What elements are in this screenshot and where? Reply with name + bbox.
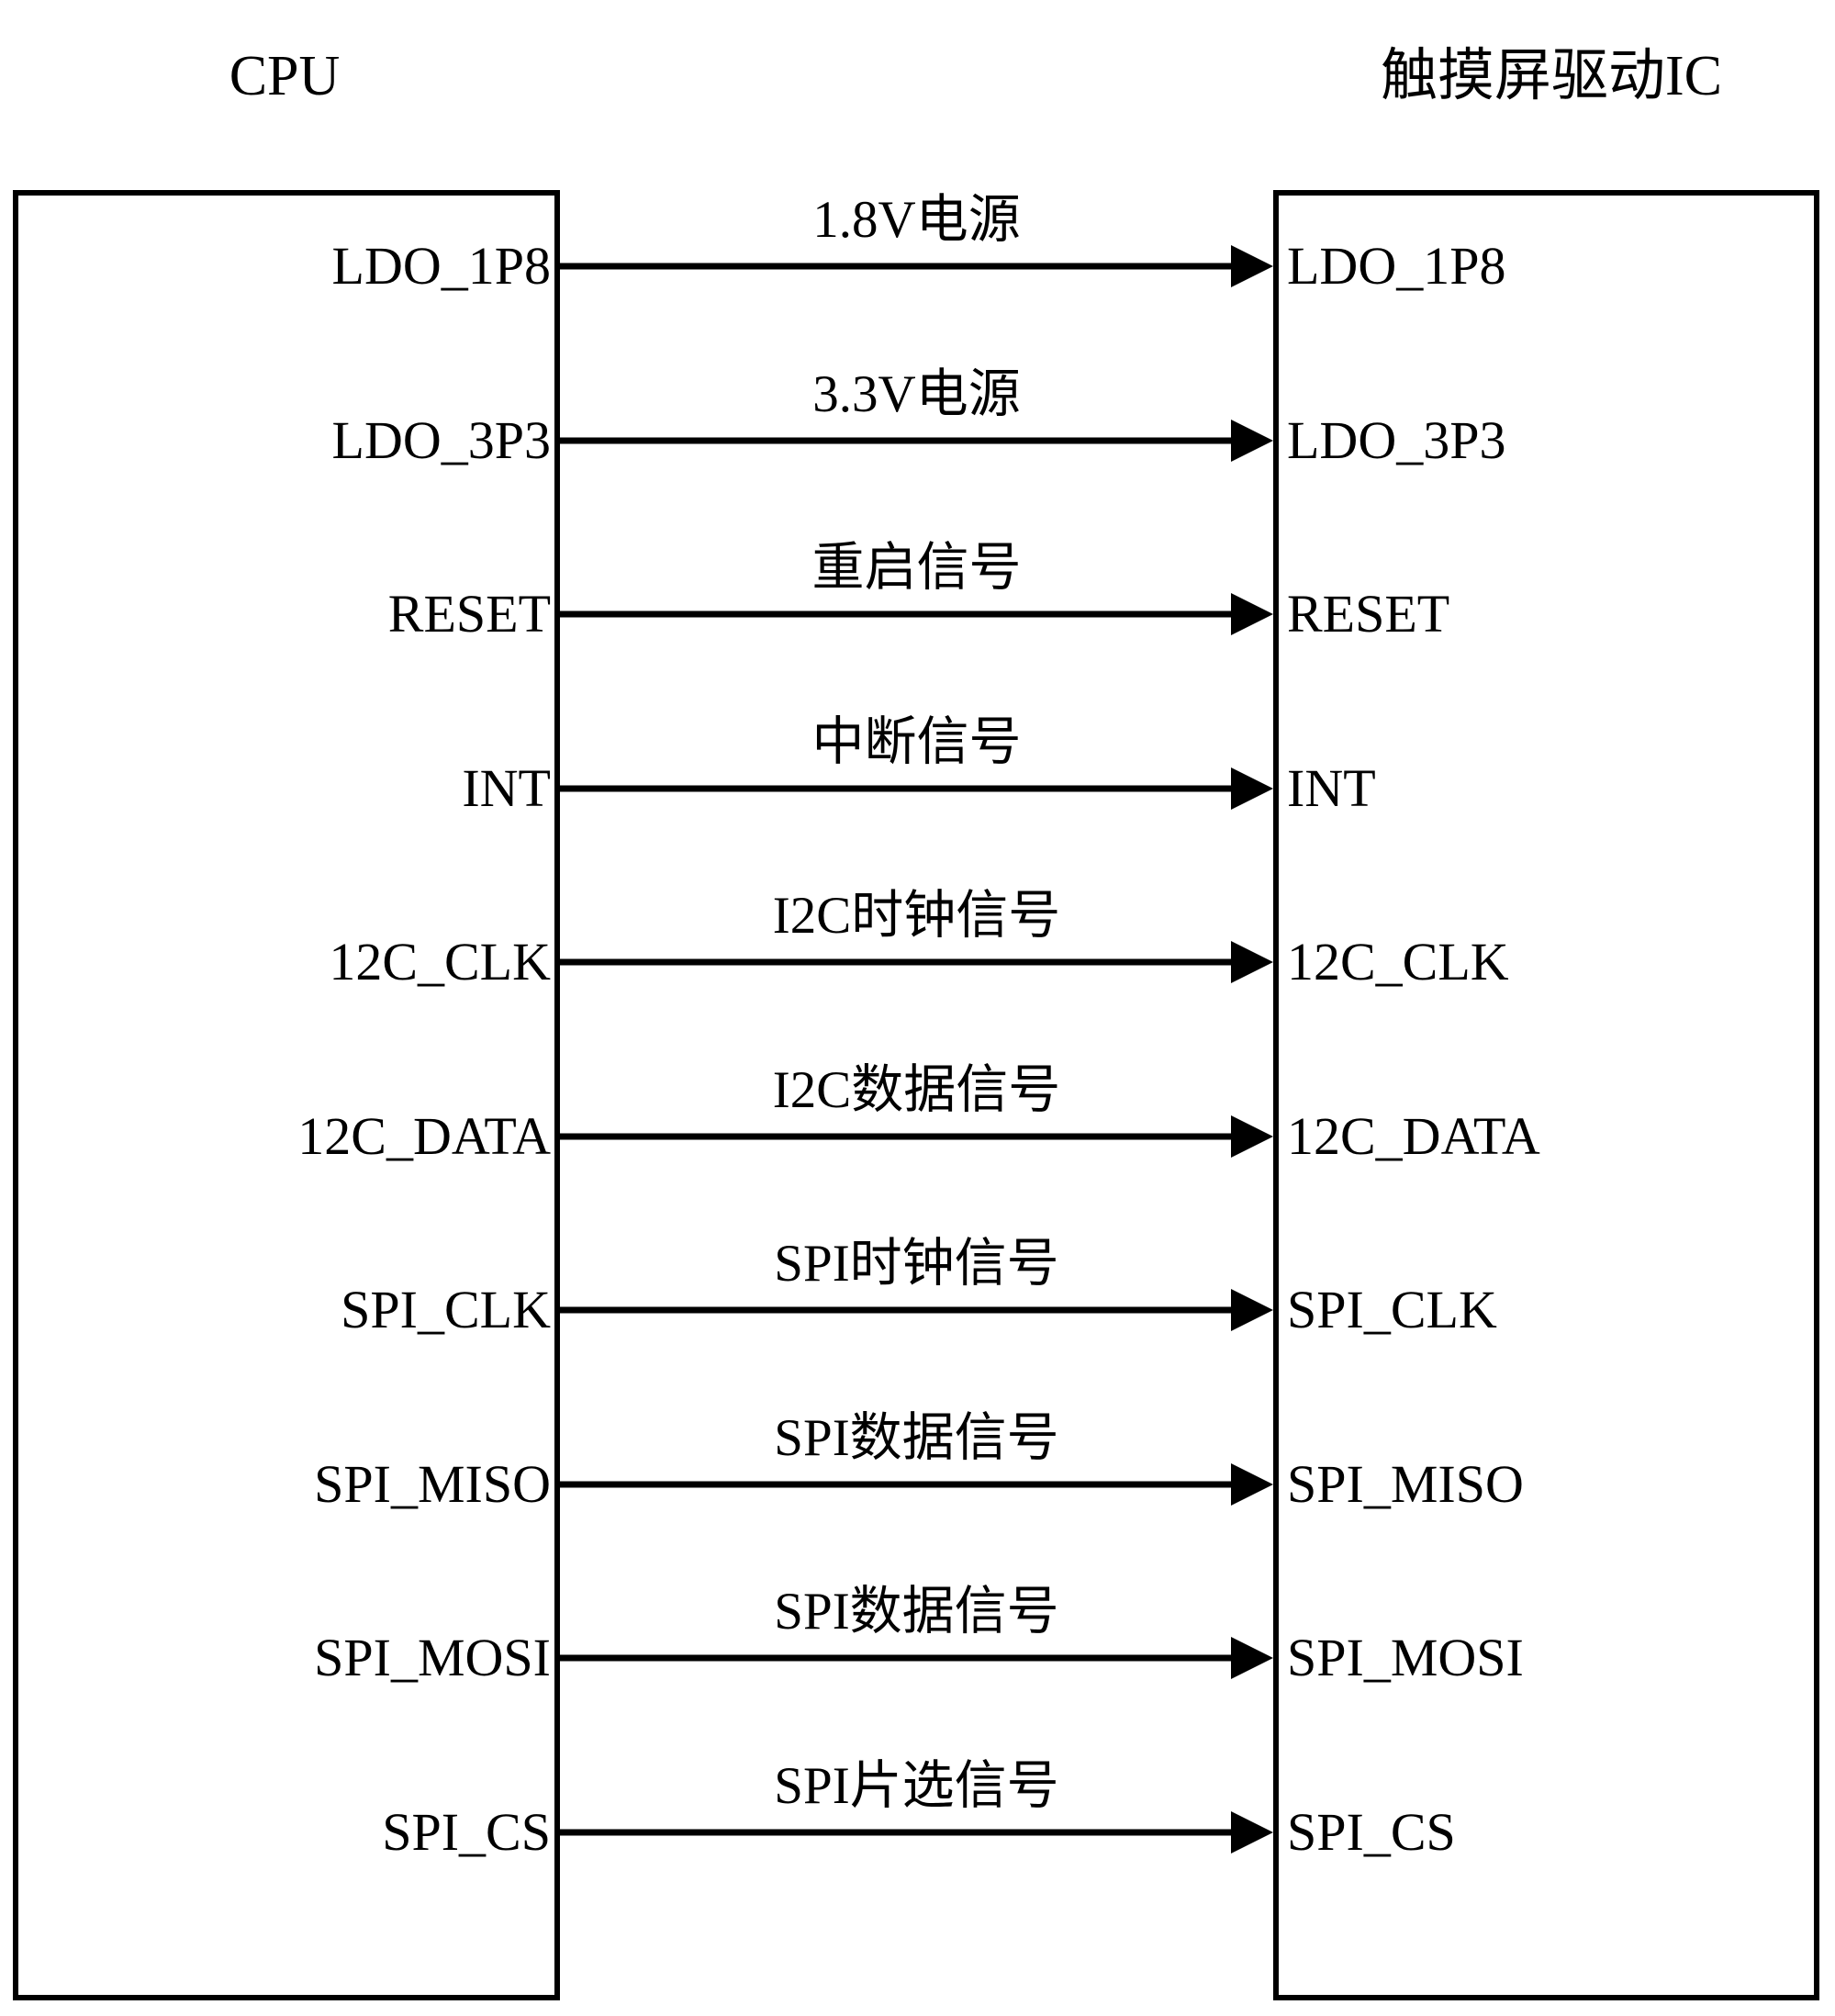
left-block-title: CPU bbox=[229, 45, 341, 107]
signal-description: I2C数据信号 bbox=[772, 1060, 1061, 1119]
touch-ic-pin-label: INT bbox=[1287, 757, 1376, 818]
touch-ic-pin-label: SPI_MISO bbox=[1287, 1453, 1524, 1514]
touch-ic-pin-label: SPI_MOSI bbox=[1287, 1628, 1524, 1687]
signal-wire bbox=[560, 1654, 1236, 1662]
arrowhead-icon bbox=[1231, 941, 1273, 983]
cpu-pin-label: SPI_CLK bbox=[341, 1280, 551, 1339]
arrowhead-icon bbox=[1231, 245, 1273, 287]
cpu-pin-label: LDO_1P8 bbox=[331, 236, 551, 296]
touch-ic-pin-label: SPI_CS bbox=[1287, 1801, 1456, 1862]
cpu-pin-label: INT bbox=[462, 757, 551, 818]
arrowhead-icon bbox=[1231, 1810, 1273, 1854]
signal-wire bbox=[560, 1306, 1236, 1314]
signal-wire bbox=[560, 1481, 1236, 1487]
signal-wire bbox=[560, 1133, 1236, 1139]
arrowhead-icon bbox=[1231, 767, 1273, 810]
touch-ic-pin-label: 12C_DATA bbox=[1287, 1105, 1540, 1166]
cpu-pin-label: 12C_CLK bbox=[329, 932, 551, 991]
signal-wire bbox=[560, 610, 1236, 618]
cpu-pin-label: SPI_CS bbox=[382, 1801, 551, 1862]
cpu-pin-label: SPI_MOSI bbox=[314, 1628, 551, 1687]
cpu-pin-label: SPI_MISO bbox=[314, 1453, 551, 1514]
signal-description: SPI数据信号 bbox=[774, 1583, 1059, 1641]
signal-description: SPI数据信号 bbox=[774, 1408, 1059, 1467]
signal-description: SPI时钟信号 bbox=[774, 1235, 1059, 1293]
touch-ic-pin-label: SPI_CLK bbox=[1287, 1280, 1497, 1339]
signal-wire bbox=[560, 785, 1236, 791]
cpu-pin-label: LDO_3P3 bbox=[331, 409, 551, 470]
touch-ic-pin-label: LDO_3P3 bbox=[1287, 409, 1506, 470]
arrowhead-icon bbox=[1231, 1114, 1273, 1158]
cpu-block bbox=[13, 190, 560, 2000]
signal-wire bbox=[560, 958, 1236, 966]
signal-description: 中断信号 bbox=[811, 712, 1022, 771]
signal-description: SPI片选信号 bbox=[774, 1756, 1059, 1815]
touch-ic-pin-label: RESET bbox=[1287, 584, 1450, 644]
signal-description: 1.8V电源 bbox=[812, 191, 1021, 249]
arrowhead-icon bbox=[1231, 1462, 1273, 1506]
touch-ic-pin-label: LDO_1P8 bbox=[1287, 236, 1506, 296]
touch-ic-block bbox=[1273, 190, 1819, 2000]
touch-ic-pin-label: 12C_CLK bbox=[1287, 932, 1509, 991]
signal-description: 重启信号 bbox=[811, 539, 1022, 597]
arrowhead-icon bbox=[1231, 419, 1273, 462]
arrowhead-icon bbox=[1231, 1289, 1273, 1331]
signal-description: I2C时钟信号 bbox=[772, 887, 1061, 945]
arrowhead-icon bbox=[1231, 593, 1273, 635]
arrowhead-icon bbox=[1231, 1637, 1273, 1679]
signal-description: 3.3V电源 bbox=[812, 364, 1021, 423]
right-block-title: 触摸屏驱动IC bbox=[1380, 45, 1722, 107]
cpu-pin-label: RESET bbox=[387, 584, 551, 644]
signal-wire bbox=[560, 1829, 1236, 1835]
signal-wire bbox=[560, 263, 1236, 270]
cpu-pin-label: 12C_DATA bbox=[297, 1105, 551, 1166]
signal-wire bbox=[560, 437, 1236, 443]
